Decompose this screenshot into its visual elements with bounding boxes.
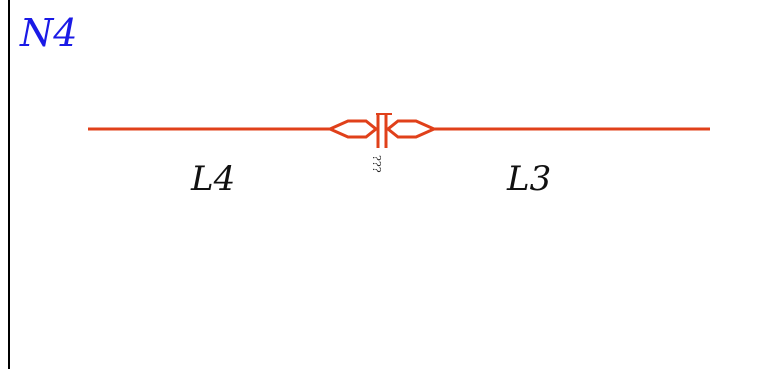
- left-connector-diamond: [326, 119, 379, 139]
- link-label-l4: L4: [191, 159, 236, 199]
- link-label-l3: L3: [507, 159, 552, 199]
- node-title: N4: [20, 11, 78, 55]
- left-border: [8, 0, 10, 369]
- junction-label: ???: [370, 155, 383, 173]
- right-connector-diamond: [385, 119, 438, 139]
